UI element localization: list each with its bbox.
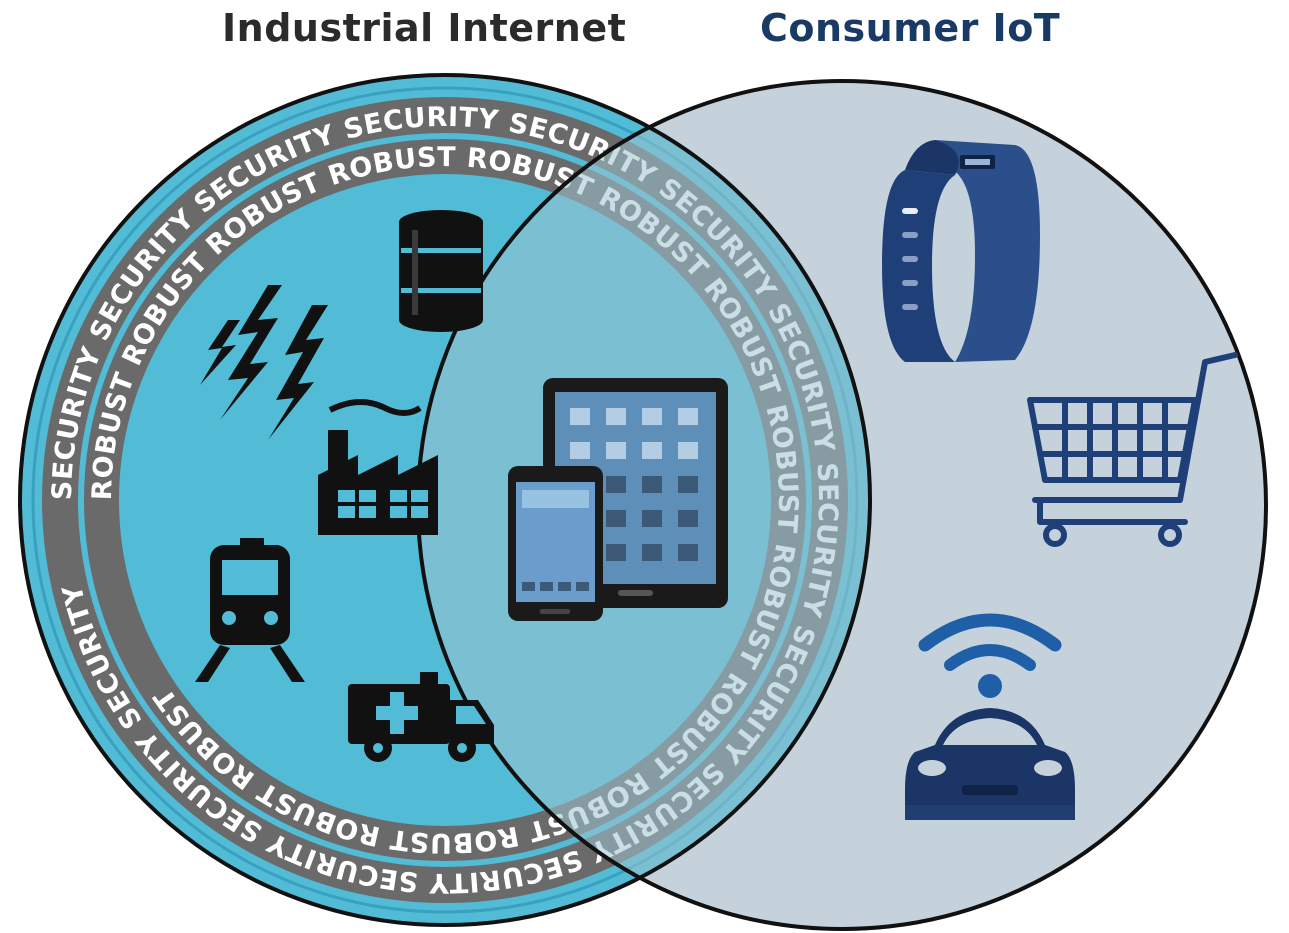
tablet-app-tile — [678, 544, 698, 561]
overlap-region — [418, 81, 870, 925]
connected-car-icon — [905, 613, 1075, 820]
tablet-app-tile — [642, 408, 662, 425]
tablet-app-tile — [678, 442, 698, 459]
factory-icon — [318, 399, 438, 535]
tablet-app-tile — [606, 408, 626, 425]
tablet-app-tile — [642, 510, 662, 527]
tablet-app-tile — [606, 476, 626, 493]
tablet-app-tile — [642, 442, 662, 459]
tablet-app-tile — [570, 442, 590, 459]
tablet-app-tile — [678, 476, 698, 493]
tablet-app-tile — [678, 510, 698, 527]
tablet-phone-icon — [508, 378, 728, 621]
tablet-app-tile — [606, 510, 626, 527]
industrial-internet-title: Industrial Internet — [222, 6, 627, 50]
tablet-app-tile — [606, 442, 626, 459]
tablet-app-tile — [570, 408, 590, 425]
train-icon — [195, 538, 305, 682]
lightning-icon — [200, 285, 328, 440]
ambulance-icon — [348, 672, 494, 762]
tablet-app-tile — [606, 544, 626, 561]
consumer-iot-title: Consumer IoT — [760, 6, 1061, 50]
fitness-band-icon — [882, 140, 1040, 362]
oil-barrel-icon — [399, 210, 483, 332]
tablet-app-tile — [678, 408, 698, 425]
shopping-cart-icon — [1027, 352, 1238, 547]
tablet-app-tile — [642, 544, 662, 561]
tablet-app-tile — [642, 476, 662, 493]
